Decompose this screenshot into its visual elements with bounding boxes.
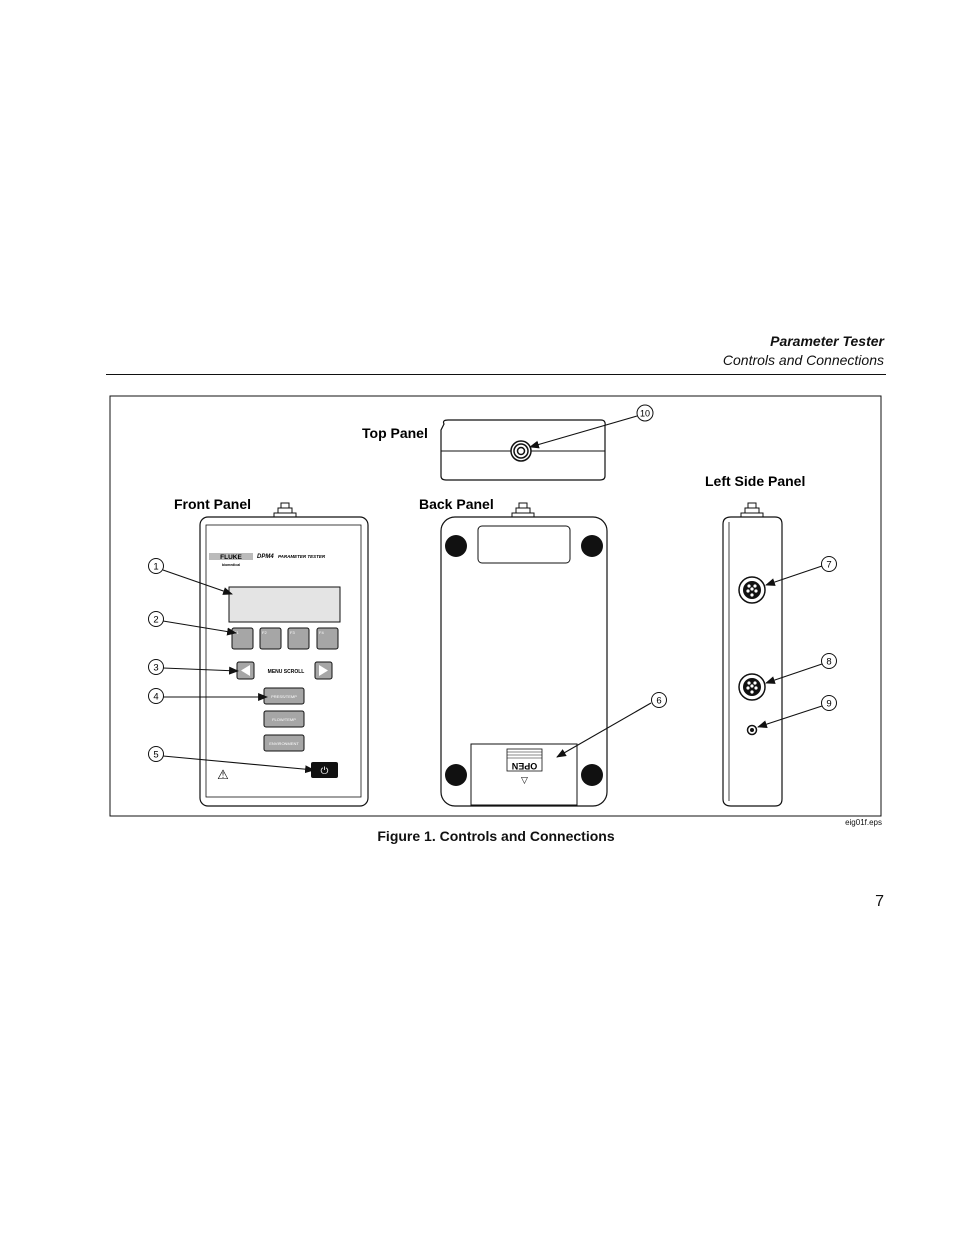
- callout-7: 7: [821, 556, 837, 572]
- key-f4-label: F4: [319, 630, 324, 635]
- back-panel: OPEN ▽: [440, 502, 608, 807]
- header-subtitle: Controls and Connections: [722, 352, 884, 368]
- din-connector-lower-icon: [738, 673, 766, 701]
- foot-bottom-right: [581, 764, 603, 786]
- environment-button[interactable]: [263, 734, 305, 752]
- callout-1-label: 1: [153, 562, 158, 573]
- flow-temp-label: FLOW/TEMP: [272, 717, 296, 722]
- callout-9: 9: [821, 695, 837, 711]
- foot-top-right: [581, 535, 603, 557]
- callout-3: 3: [148, 659, 164, 675]
- power-icon: ⏻: [321, 766, 329, 777]
- figure-frame: [109, 395, 882, 817]
- callout-4: 4: [148, 688, 164, 704]
- key-f2[interactable]: [259, 627, 282, 650]
- label-top-panel: Top Panel: [362, 425, 428, 441]
- side-top-connector: [740, 502, 764, 519]
- press-temp-label: PRESS/TEMP: [271, 694, 297, 699]
- callout-10: 10: [636, 404, 654, 422]
- arrow-left-icon: [241, 665, 250, 676]
- left-side-panel: [722, 502, 783, 807]
- callout-6: 6: [651, 692, 667, 708]
- battery-door[interactable]: OPEN ▽: [470, 743, 578, 806]
- foot-top-left: [445, 535, 467, 557]
- menu-scroll-label: MENU SCROLL: [268, 669, 305, 675]
- arrow-right-icon: [319, 665, 328, 676]
- callout-1: 1: [148, 558, 164, 574]
- header-title: Parameter Tester: [770, 333, 884, 349]
- callout-10-label: 10: [640, 409, 650, 419]
- front-top-connector: [273, 502, 297, 519]
- small-jack-icon: [746, 724, 758, 736]
- brand-sub-label: biomedical: [222, 563, 240, 567]
- top-panel: [440, 419, 606, 481]
- callout-8-label: 8: [826, 657, 831, 668]
- callout-2-label: 2: [153, 615, 158, 626]
- battery-open-label: OPEN: [512, 761, 538, 771]
- figure-filename: eig01f.eps: [845, 818, 882, 827]
- header-rule: [106, 374, 886, 375]
- battery-arrow-icon: ▽: [521, 775, 528, 785]
- key-f4[interactable]: [316, 627, 339, 650]
- model-label: DPM4: [257, 554, 274, 560]
- din-connector-upper-icon: [738, 576, 766, 604]
- callout-2: 2: [148, 611, 164, 627]
- label-left-side-panel: Left Side Panel: [705, 473, 805, 489]
- callout-leaders: [162, 415, 823, 774]
- key-f2-label: F2: [262, 630, 267, 635]
- top-connector-icon: [510, 440, 532, 462]
- power-button[interactable]: ⏻: [311, 762, 338, 778]
- front-panel: FLUKE biomedical DPM4 PARAMETER TESTER F…: [199, 502, 369, 807]
- page-number: 7: [875, 893, 884, 910]
- figure-caption: Figure 1. Controls and Connections: [377, 828, 615, 844]
- lcd-display: [228, 586, 341, 623]
- callout-3-label: 3: [153, 663, 158, 674]
- callout-8: 8: [821, 653, 837, 669]
- callout-4-label: 4: [153, 692, 158, 703]
- key-f1[interactable]: [231, 627, 254, 650]
- scroll-right-button[interactable]: [314, 661, 333, 680]
- back-top-connector: [511, 502, 535, 519]
- brand-label: FLUKE: [220, 554, 242, 561]
- key-f3[interactable]: [287, 627, 310, 650]
- model-desc-label: PARAMETER TESTER: [278, 554, 326, 559]
- function-keys: F1 F2 F3 F4: [231, 627, 339, 650]
- label-back-panel: Back Panel: [419, 496, 494, 512]
- mode-buttons: PRESS/TEMP FLOW/TEMP ENVIRONMENT: [263, 687, 305, 752]
- callout-5-label: 5: [153, 750, 158, 761]
- label-front-panel: Front Panel: [174, 496, 251, 512]
- environment-label: ENVIRONMENT: [269, 741, 299, 746]
- callout-9-label: 9: [826, 699, 831, 710]
- warning-icon: ⚠: [217, 767, 229, 782]
- callout-5: 5: [148, 746, 164, 762]
- callout-7-label: 7: [826, 560, 831, 571]
- scroll-left-button[interactable]: [236, 661, 255, 680]
- flow-temp-button[interactable]: [263, 710, 305, 728]
- foot-bottom-left: [445, 764, 467, 786]
- key-f3-label: F3: [290, 630, 295, 635]
- callout-6-label: 6: [656, 696, 661, 707]
- label-recess: [477, 525, 571, 564]
- fluke-logo: FLUKE biomedical: [209, 553, 253, 567]
